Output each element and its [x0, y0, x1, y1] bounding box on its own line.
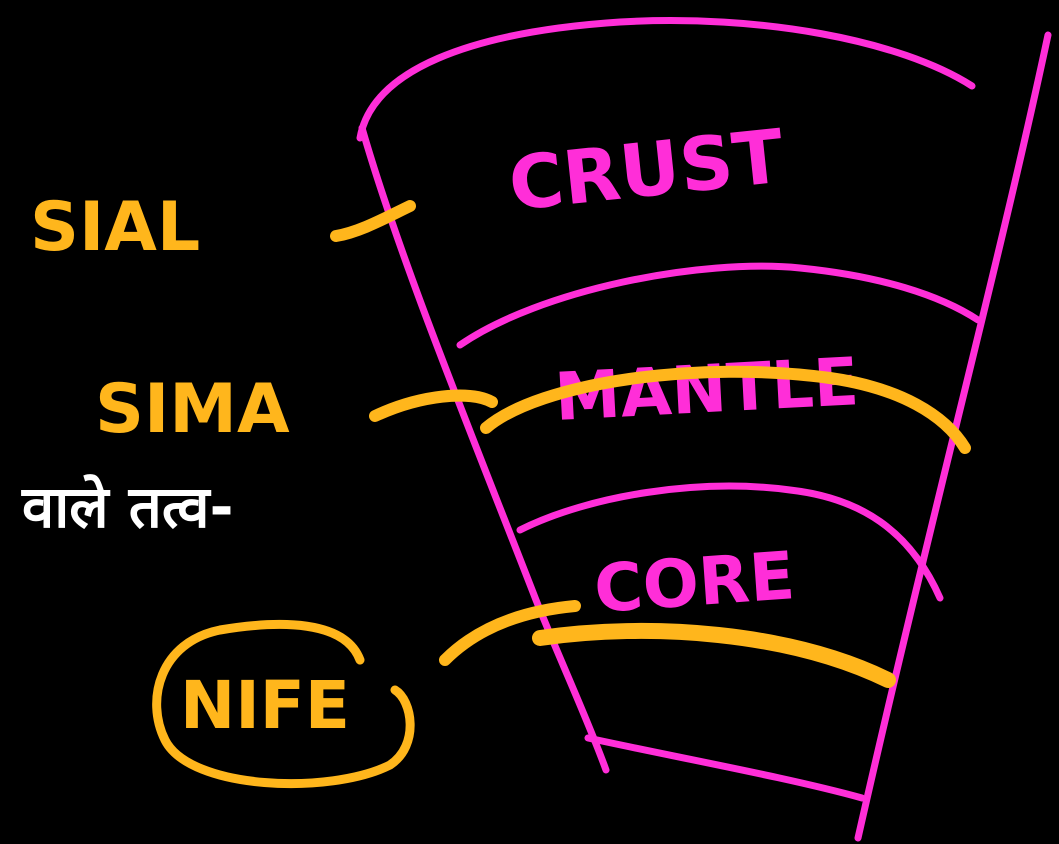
- annotation-labels: SIAL SIMA NIFE: [30, 188, 350, 744]
- funnel-outline: [356, 17, 1052, 842]
- mantle-highlight: [480, 365, 971, 454]
- mantle-label: MANTLE: [553, 343, 861, 436]
- sial-label: SIAL: [30, 188, 200, 267]
- layer-boundaries: [456, 262, 982, 602]
- core-label: CORE: [592, 537, 797, 628]
- funnel-bottom-arc: [584, 734, 866, 802]
- crust-mantle-boundary: [456, 262, 982, 349]
- hindi-elements-label: वाले तत्व-: [22, 473, 234, 541]
- mantle-core-boundary: [516, 482, 944, 602]
- core-highlight: [532, 622, 896, 688]
- crust-label: CRUST: [505, 114, 788, 228]
- annotation-strokes: [152, 200, 971, 789]
- sial-pointer: [330, 200, 416, 242]
- funnel-top-arc: [356, 17, 976, 142]
- funnel-right-wall: [854, 31, 1052, 842]
- nife-label: NIFE: [180, 667, 350, 744]
- sima-pointer: [369, 389, 498, 422]
- nife-circle: [152, 619, 415, 789]
- nife-pointer: [439, 600, 581, 666]
- funnel-left-wall: [358, 124, 610, 774]
- sima-label: SIMA: [95, 370, 290, 449]
